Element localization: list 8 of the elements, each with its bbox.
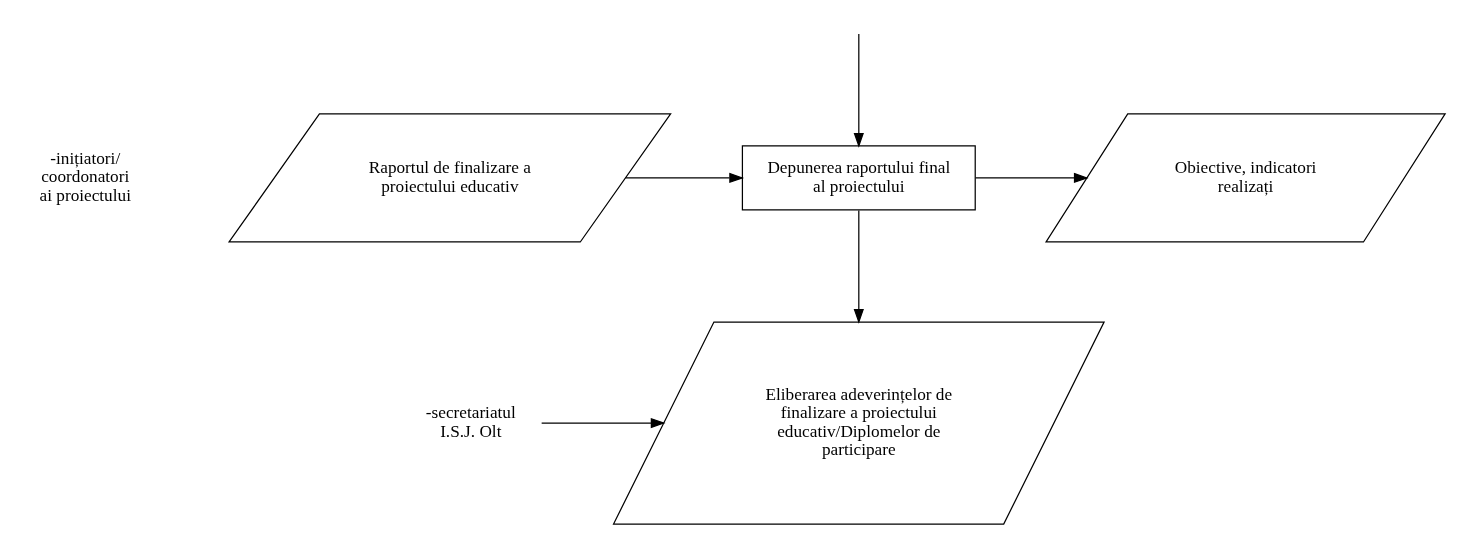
node-box: Depunerea raportului final al proiectului bbox=[741, 145, 976, 211]
arrow bbox=[853, 33, 864, 148]
node-text: -secretariatul I.S.J. Olt bbox=[425, 403, 516, 441]
arrow bbox=[853, 209, 864, 324]
arrow bbox=[541, 417, 666, 429]
arrow bbox=[974, 172, 1089, 184]
label: -inițiatori/ coordonatori ai proiectului bbox=[39, 149, 131, 205]
arrow bbox=[624, 172, 745, 184]
